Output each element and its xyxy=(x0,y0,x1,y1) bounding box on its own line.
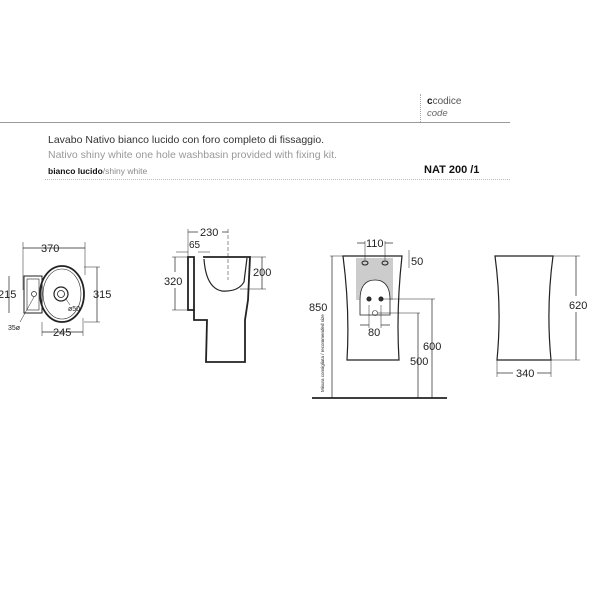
side-basin-profile xyxy=(193,256,251,363)
header-rule xyxy=(0,122,510,123)
dim-340: 340 xyxy=(516,368,534,380)
fixing-hole xyxy=(361,260,369,266)
pedestal-view: 620 340 xyxy=(494,255,587,380)
dotted-rule xyxy=(45,179,510,180)
finish-label: bianco lucido/shiny white xyxy=(48,166,147,176)
dim-850: 850 xyxy=(309,302,327,314)
code-label-it: ccodice xyxy=(427,96,462,107)
dim-230: 230 xyxy=(200,227,218,239)
recommended-size-note: Misura consigliata / recommended size xyxy=(320,314,325,392)
product-code: NAT 200 /1 xyxy=(424,164,480,176)
dim-370: 370 xyxy=(41,243,59,255)
side-view: 230 65 320 200 xyxy=(164,227,271,363)
dim-65: 65 xyxy=(189,240,201,251)
dim-drain-dia: ø50 xyxy=(68,306,80,313)
top-view: 370 315 215 245 35ø ø50 xyxy=(0,242,111,339)
dim-50: 50 xyxy=(411,256,423,268)
dim-315: 315 xyxy=(93,289,111,301)
code-label-text: codice xyxy=(432,96,462,107)
wall-plate xyxy=(187,256,195,311)
dim-500: 500 xyxy=(410,356,428,368)
finish-en: /shiny white xyxy=(102,166,148,176)
dim-tap-dia: 35ø xyxy=(8,325,21,332)
dim-600: 600 xyxy=(423,341,441,353)
description-it: Lavabo Nativo bianco lucido con foro com… xyxy=(48,134,325,146)
finish-it: bianco lucido xyxy=(48,166,103,176)
dim-110: 110 xyxy=(366,238,384,250)
drain-hole xyxy=(53,286,69,302)
front-view: 110 50 850 Misura consigliata / recommen… xyxy=(309,238,447,399)
dim-245: 245 xyxy=(53,327,71,339)
header-separator xyxy=(420,94,421,122)
description-en: Nativo shiny white one hole washbasin pr… xyxy=(48,149,337,161)
tap-ledge xyxy=(23,275,43,314)
fixing-hole xyxy=(381,260,389,266)
dim-620: 620 xyxy=(569,300,587,312)
dim-320: 320 xyxy=(164,276,182,288)
dim-215: 215 xyxy=(0,289,16,301)
dim-200: 200 xyxy=(253,267,271,279)
pedestal-outline xyxy=(494,255,554,361)
code-label-en: code xyxy=(427,108,448,119)
basin-outline xyxy=(39,265,85,323)
dim-80: 80 xyxy=(368,327,380,339)
front-pedestal xyxy=(342,255,403,361)
